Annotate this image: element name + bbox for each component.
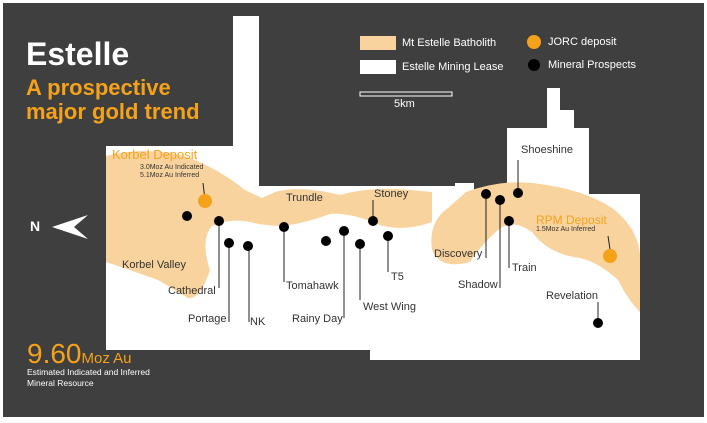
korbel-deposit-inferred: 5.1Moz Au Inferred xyxy=(140,172,200,179)
prospect-label-cathedral: Cathedral xyxy=(168,285,216,297)
prospect-markers xyxy=(182,188,603,328)
prospect-label-t5: T5 xyxy=(391,271,404,283)
north-arrow-icon xyxy=(52,215,88,239)
legend-batholith-label: Mt Estelle Batholith xyxy=(402,37,497,49)
legend-prospects-label: Mineral Prospects xyxy=(548,59,637,71)
estelle-mining-lease-area xyxy=(106,16,640,360)
prospect-label-discovery: Discovery xyxy=(434,248,483,260)
mt-estelle-batholith-east-area xyxy=(431,182,640,312)
batholith-legend-swatch xyxy=(360,36,396,50)
prospect-label-portage: Portage xyxy=(188,313,227,325)
prospect-marker-portage xyxy=(224,238,234,248)
prospect-label-shoeshine: Shoeshine xyxy=(521,144,573,156)
prospect-label-train: Train xyxy=(512,262,537,274)
prospect-marker-west-wing xyxy=(355,239,365,249)
prospect-marker-cathedral xyxy=(214,216,224,226)
total-resource-caption: Estimated Indicated and Inferred Mineral… xyxy=(27,367,150,388)
prospect-label-stoney: Stoney xyxy=(374,188,409,200)
prospect-marker-korbel-valley xyxy=(182,211,192,221)
korbel-deposit-indicated: 3.0Moz Au Indicated xyxy=(140,164,204,171)
rpm-deposit-marker xyxy=(603,249,617,263)
prospect-label-tomahawk: Tomahawk xyxy=(286,280,339,292)
legend-lease-label: Estelle Mining Lease xyxy=(402,61,504,73)
prospect-label-korbel-valley: Korbel Valley xyxy=(122,259,186,271)
prospect-marker-shadow xyxy=(495,195,505,205)
north-label: N xyxy=(30,218,41,234)
rpm-deposit-inferred: 1.5Moz Au Inferred xyxy=(536,226,596,233)
prospect-marker-stoney xyxy=(368,216,378,226)
prospect-label-trundle: Trundle xyxy=(286,192,323,204)
total-resource-value: 9.60 xyxy=(27,338,82,369)
jorc-legend-symbol xyxy=(527,35,541,49)
prospect-label-nk: NK xyxy=(250,316,266,328)
mt-estelle-batholith-area xyxy=(106,150,432,299)
rpm-deposit-name: RPM Deposit xyxy=(536,213,607,227)
lease-notch-right-top xyxy=(547,88,560,130)
lease-legend-swatch xyxy=(360,60,396,74)
prospect-marker-rainy-day xyxy=(339,226,349,236)
map-subtitle: A prospective major gold trend xyxy=(26,75,200,124)
prospect-marker-nk xyxy=(243,241,253,251)
prospect-legend-symbol xyxy=(528,59,540,71)
prospect-marker-tomahawk xyxy=(279,222,289,232)
scale-bar xyxy=(359,91,453,97)
total-resource-unit: Moz Au xyxy=(81,350,132,367)
lease-notch-right xyxy=(560,110,574,130)
scale-bar-label: 5km xyxy=(394,98,415,110)
prospect-label-shadow: Shadow xyxy=(458,279,498,291)
prospect-label-rainy-day: Rainy Day xyxy=(292,313,343,325)
prospect-marker-revelation xyxy=(593,318,603,328)
prospect-marker-trundle xyxy=(321,236,331,246)
prospect-marker-discovery xyxy=(481,189,491,199)
map-title: Estelle xyxy=(26,36,130,72)
prospect-label-west-wing: West Wing xyxy=(363,301,416,313)
prospect-marker-t5 xyxy=(383,231,393,241)
legend-jorc-label: JORC deposit xyxy=(548,36,617,48)
total-resource-figure: 9.60Moz Au xyxy=(27,338,132,370)
prospect-label-revelation: Revelation xyxy=(546,290,598,302)
prospect-marker-shoeshine xyxy=(513,188,523,198)
korbel-deposit-name: Korbel Deposit xyxy=(112,147,198,162)
korbel-deposit-marker xyxy=(198,194,212,208)
prospect-marker-train xyxy=(504,216,514,226)
